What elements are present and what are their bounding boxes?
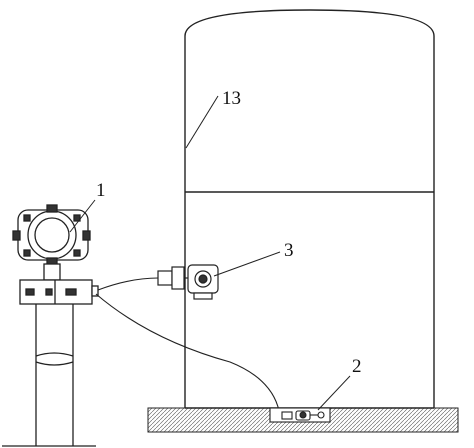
side-sensor-leader-line <box>213 251 281 277</box>
transmitter-dial-inner <box>34 217 70 253</box>
bottom-sensor <box>269 407 331 423</box>
support-pole <box>2 304 96 447</box>
capillary-to-side-sensor <box>97 277 159 291</box>
tank <box>184 9 435 409</box>
capillary-to-bottom-sensor <box>95 293 281 417</box>
transmitter-sensor-block <box>19 279 93 305</box>
capillary-lines <box>95 277 281 417</box>
side-sensor-label: 3 <box>284 240 294 261</box>
bottom-sensor-label: 2 <box>352 356 362 377</box>
transmitter-outlet <box>91 285 99 297</box>
tank-label: 13 <box>222 88 241 109</box>
tank-leader-line <box>185 95 219 149</box>
tank-shell <box>184 9 435 408</box>
transmitter-neck <box>43 263 61 281</box>
bottom-sensor-leader-line <box>317 375 351 411</box>
side-sensor <box>157 264 219 300</box>
transmitter-label: 1 <box>96 180 106 201</box>
pressure-transmitter <box>12 204 99 305</box>
transmitter-leader-line <box>69 199 96 233</box>
